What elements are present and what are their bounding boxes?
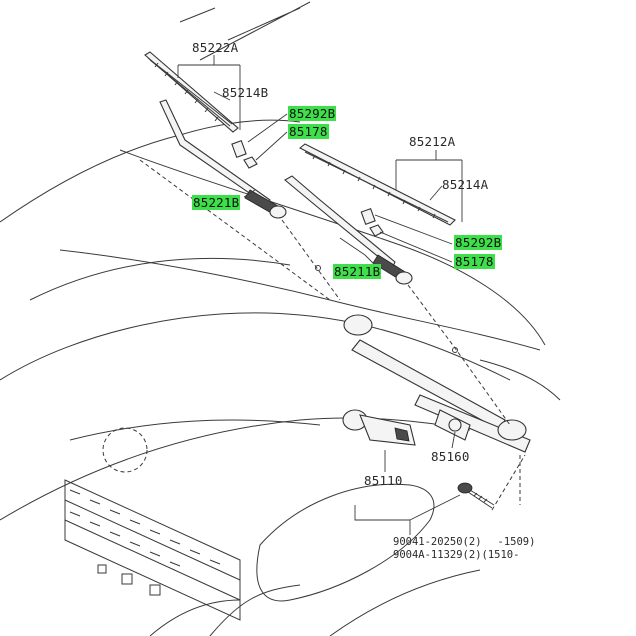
grille — [64, 479, 241, 621]
label-85178-top: 85178 — [288, 124, 329, 139]
label-85211B: 85211B — [333, 264, 382, 279]
left-wiper-arm — [159, 99, 287, 219]
bolt2-row: 9004A-11329(2)(1510- — [393, 549, 519, 562]
leader-85221B — [243, 189, 256, 198]
label-85214B: 85214B — [222, 85, 269, 100]
leader-85178-top — [255, 131, 288, 161]
leader-85178-right — [379, 231, 453, 263]
leader-bolt — [354, 494, 461, 535]
bolt1-qty: (2) — [462, 536, 482, 548]
bolt2-date: (1510- — [481, 549, 520, 561]
dash-bolt — [491, 454, 526, 511]
left-wiper-blade — [144, 51, 239, 133]
left-cap-nut — [231, 140, 258, 169]
headlight — [256, 483, 435, 602]
hood-top-line — [179, 1, 311, 61]
leader-85292B-right — [374, 214, 453, 245]
bumper-line-2 — [149, 599, 241, 636]
right-wiper-blade — [298, 143, 456, 226]
bolt2-qty: (2) — [462, 549, 482, 561]
washer-nozzle-outline — [102, 427, 148, 473]
windshield-lower-edge — [119, 149, 546, 346]
leader-85222A — [177, 55, 241, 130]
wiper-motor — [342, 409, 416, 446]
bolt — [457, 482, 495, 509]
bolt2-part: 9004A-11329 — [393, 549, 463, 561]
hood-edge — [0, 119, 301, 223]
leader-85292B-top — [247, 113, 288, 143]
label-85221B: 85221B — [192, 195, 241, 210]
leader-85214A — [429, 185, 443, 201]
label-85212A: 85212A — [409, 134, 456, 149]
label-85110: 85110 — [364, 473, 403, 488]
cowl-line — [59, 249, 541, 351]
fender-line — [479, 359, 561, 401]
wiper-linkage — [343, 314, 531, 453]
label-85214A: 85214A — [442, 177, 489, 192]
label-85292B-right: 85292B — [454, 235, 503, 250]
right-wiper-arm — [284, 175, 413, 285]
label-85160: 85160 — [431, 449, 470, 464]
bolt1-date: -1509) — [497, 536, 536, 548]
hood-curve-2 — [29, 257, 291, 301]
leader-85212A — [395, 150, 463, 222]
hood-curve — [0, 312, 511, 381]
label-85292B-top: 85292B — [288, 106, 337, 121]
bolt1-row: 90041-20250(2) -1509) — [393, 536, 535, 549]
label-85222A: 85222A — [192, 40, 239, 55]
dash-point-2 — [452, 347, 458, 353]
dash-point-1 — [315, 265, 321, 271]
leader-85160 — [451, 431, 456, 449]
dash-left-arm — [139, 159, 341, 301]
bolt1-part: 90041-20250 — [393, 536, 463, 548]
leader-85214B — [213, 91, 231, 101]
right-cap-nut — [360, 207, 384, 237]
bumper-line — [209, 569, 481, 636]
front-line-2 — [69, 419, 321, 441]
label-85178-right: 85178 — [454, 254, 495, 269]
